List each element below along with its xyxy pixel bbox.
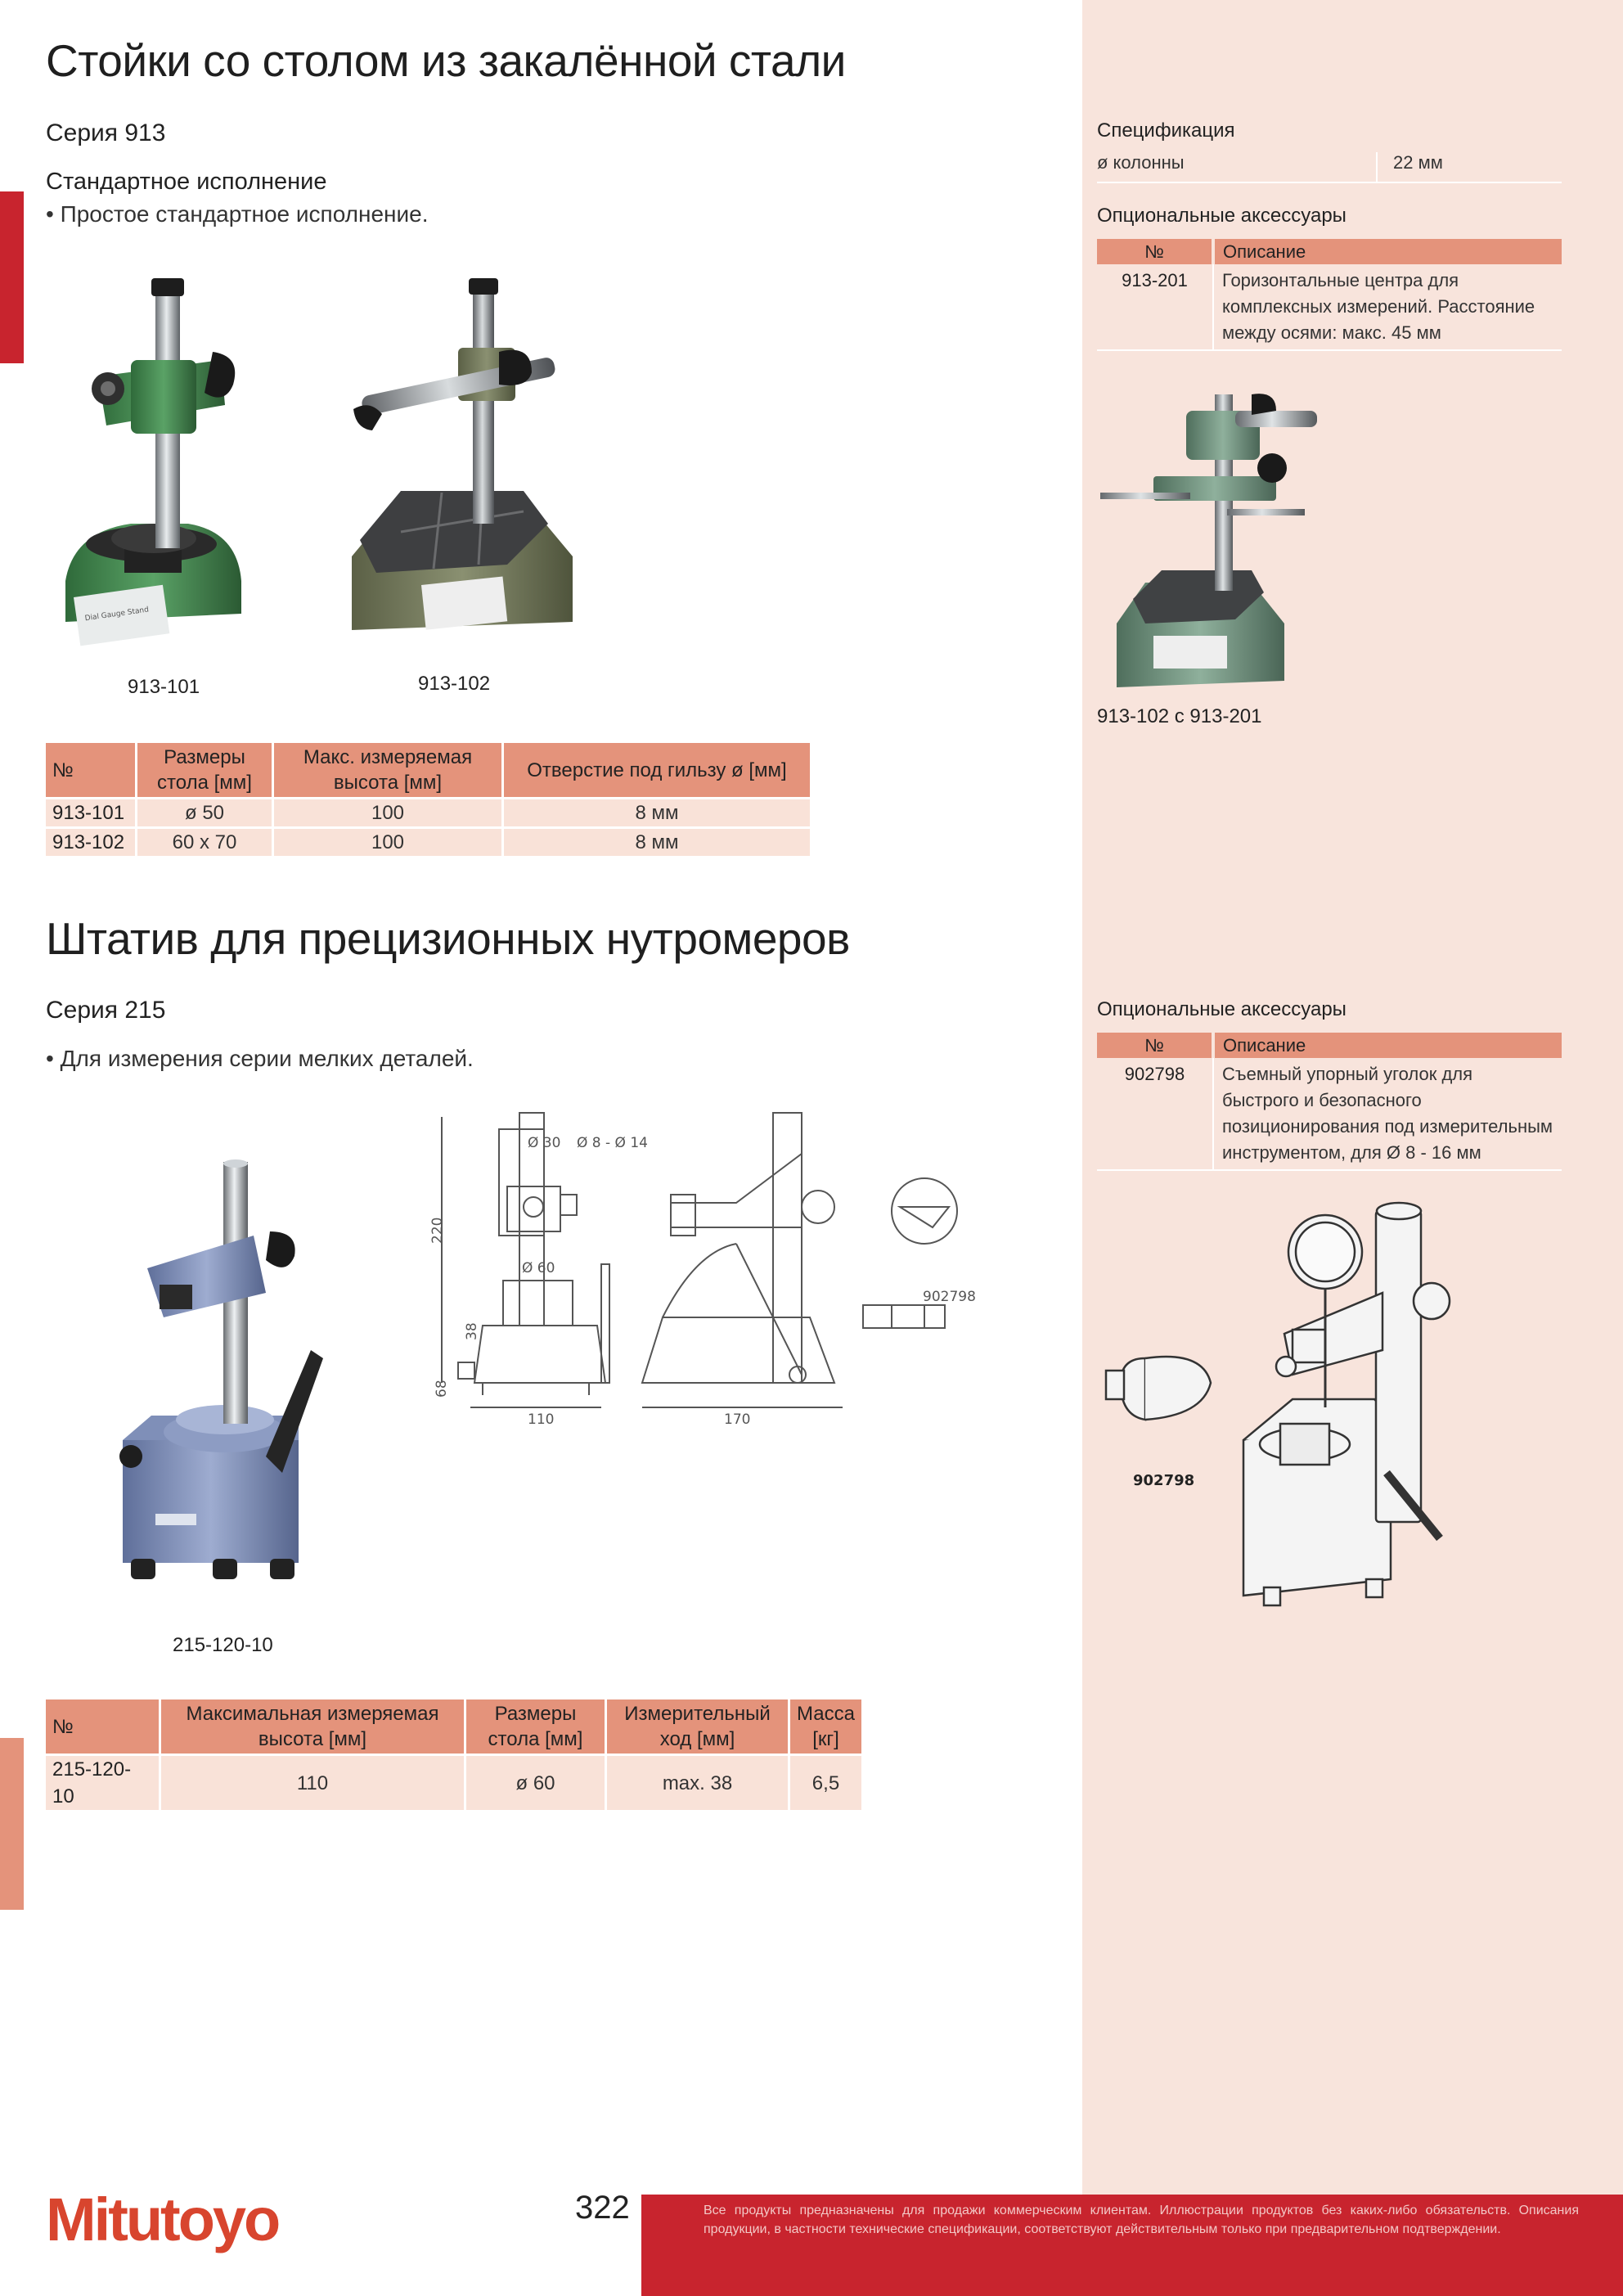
footer-bar (641, 2195, 1623, 2296)
cell-mass: 6,5 (790, 1756, 861, 1810)
drawing-label-h220: 220 (429, 1218, 446, 1244)
table-header-row: № Описание (1097, 1033, 1562, 1058)
spec-label: ø колонны (1097, 152, 1185, 173)
footer-disclaimer: Все продукты предназначены для продажи к… (704, 2204, 1579, 2236)
cell-max-height: 110 (161, 1756, 464, 1810)
col-header-number: № (1097, 239, 1215, 264)
section1-series: Серия 913 (46, 119, 166, 146)
cell-number: 215-120-10 (46, 1756, 159, 1810)
drawing-label-d30: Ø 30 (528, 1135, 560, 1151)
drawing-label-d8-14: Ø 8 - Ø 14 (577, 1135, 648, 1151)
cell-table-size: ø 60 (466, 1756, 605, 1810)
image-caption-913-102: 913-102 (418, 673, 491, 695)
accessories-title: Опциональные аксессуары (1097, 205, 1347, 227)
product-image-215-120-10 (119, 1159, 323, 1579)
col-header-stroke: Измерительный ход [мм] (607, 1699, 788, 1754)
cell-number: 913-101 (46, 799, 135, 826)
section1-bullet: • Простое стандартное исполнение. (46, 201, 429, 227)
drawing-label-d60: Ø 60 (522, 1260, 555, 1276)
drawing-label-w170: 170 (724, 1411, 750, 1428)
product-image-913-101: Dial Gauge Stand (65, 278, 241, 646)
col-header-number: № (46, 1699, 159, 1754)
spec-row: ø колонны 22 мм (1097, 152, 1562, 183)
spec-title: Спецификация (1097, 119, 1235, 142)
cell-max-height: 100 (274, 799, 501, 826)
col-header-description: Описание (1213, 1033, 1562, 1058)
mitutoyo-logo: Mitutoyo (46, 2186, 281, 2253)
spec-value: 22 мм (1393, 152, 1443, 173)
image-caption-215-120-10: 215-120-10 (173, 1634, 273, 1656)
table-header-row: № Максимальная измеряемая высота [мм] Ра… (46, 1699, 861, 1754)
section1-subtitle: Стандартное исполнение (46, 169, 327, 195)
cell-table-size: ø 50 (137, 799, 272, 826)
table-row: 215-120-10 110 ø 60 max. 38 6,5 (46, 1756, 861, 1810)
section2-title: Штатив для прецизионных нутромеров (46, 913, 850, 964)
drawing-label-h38: 38 (464, 1322, 480, 1340)
cell-stroke: max. 38 (607, 1756, 788, 1810)
col-header-number: № (46, 743, 135, 797)
col-header-number: № (1097, 1033, 1215, 1058)
image-caption-913-101: 913-101 (128, 676, 200, 698)
section-tab-marker-light (0, 1738, 24, 1910)
table-row: 913-101 ø 50 100 8 мм (46, 799, 810, 826)
drawing-label-w110: 110 (528, 1411, 554, 1428)
cell-description: Горизонтальные центра для комплексных из… (1213, 264, 1562, 351)
col-header-sleeve-hole: Отверстие под гильзу ø [мм] (504, 743, 810, 797)
cell-number: 902798 (1097, 1058, 1214, 1171)
drawing-label-902798: 902798 (1133, 1472, 1194, 1489)
accessories-title-2: Опциональные аксессуары (1097, 998, 1347, 1020)
section2-series: Серия 215 (46, 997, 166, 1024)
technical-drawing: Ø 30 Ø 8 - Ø 14 Ø 60 220 38 68 110 170 9… (429, 1112, 976, 1428)
accessories-table-2: № Описание 902798 Съемный упорный уголок… (1097, 1033, 1562, 1171)
cell-max-height: 100 (274, 829, 501, 856)
section1-title: Стойки со столом из закалённой стали (46, 35, 846, 86)
section1-spec-table: № Размеры стола [мм] Макс. измеряемая вы… (43, 741, 812, 858)
table-row: 913-102 60 x 70 100 8 мм (46, 829, 810, 856)
col-header-max-height: Макс. измеряемая высота [мм] (274, 743, 501, 797)
image-caption-913-102-with-913-201: 913-102 с 913-201 (1097, 705, 1262, 727)
cell-number: 913-201 (1097, 264, 1214, 351)
table-row: 913-201 Горизонтальные центра для компле… (1097, 264, 1562, 351)
cell-table-size: 60 x 70 (137, 829, 272, 856)
drawing-label-h68: 68 (434, 1380, 450, 1398)
section2-spec-table: № Максимальная измеряемая высота [мм] Ра… (43, 1697, 864, 1812)
col-header-table-size: Размеры стола [мм] (137, 743, 272, 797)
drawing-label-part: 902798 (923, 1289, 976, 1305)
col-header-max-height: Максимальная измеряемая высота [мм] (161, 1699, 464, 1754)
col-header-table-size: Размеры стола [мм] (466, 1699, 605, 1754)
col-header-description: Описание (1213, 239, 1562, 264)
spec-divider (1376, 152, 1378, 182)
cell-description: Съемный упорный уголок для быстрого и бе… (1213, 1058, 1562, 1171)
page-number: 322 (575, 2190, 630, 2226)
table-header-row: № Размеры стола [мм] Макс. измеряемая вы… (46, 743, 810, 797)
table-header-row: № Описание (1097, 239, 1562, 264)
section2-bullet: • Для измерения серии мелких деталей. (46, 1046, 474, 1071)
product-image-913-102 (352, 278, 573, 630)
cell-sleeve-hole: 8 мм (504, 829, 810, 856)
accessory-drawing-902798: 902798 (1104, 1201, 1451, 1607)
col-header-mass: Масса [кг] (790, 1699, 861, 1754)
accessories-table: № Описание 913-201 Горизонтальные центра… (1097, 239, 1562, 351)
cell-sleeve-hole: 8 мм (504, 799, 810, 826)
product-image-913-102-with-913-201 (1100, 394, 1317, 687)
cell-number: 913-102 (46, 829, 135, 856)
table-row: 902798 Съемный упорный уголок для быстро… (1097, 1058, 1562, 1171)
section-tab-marker (0, 191, 24, 363)
